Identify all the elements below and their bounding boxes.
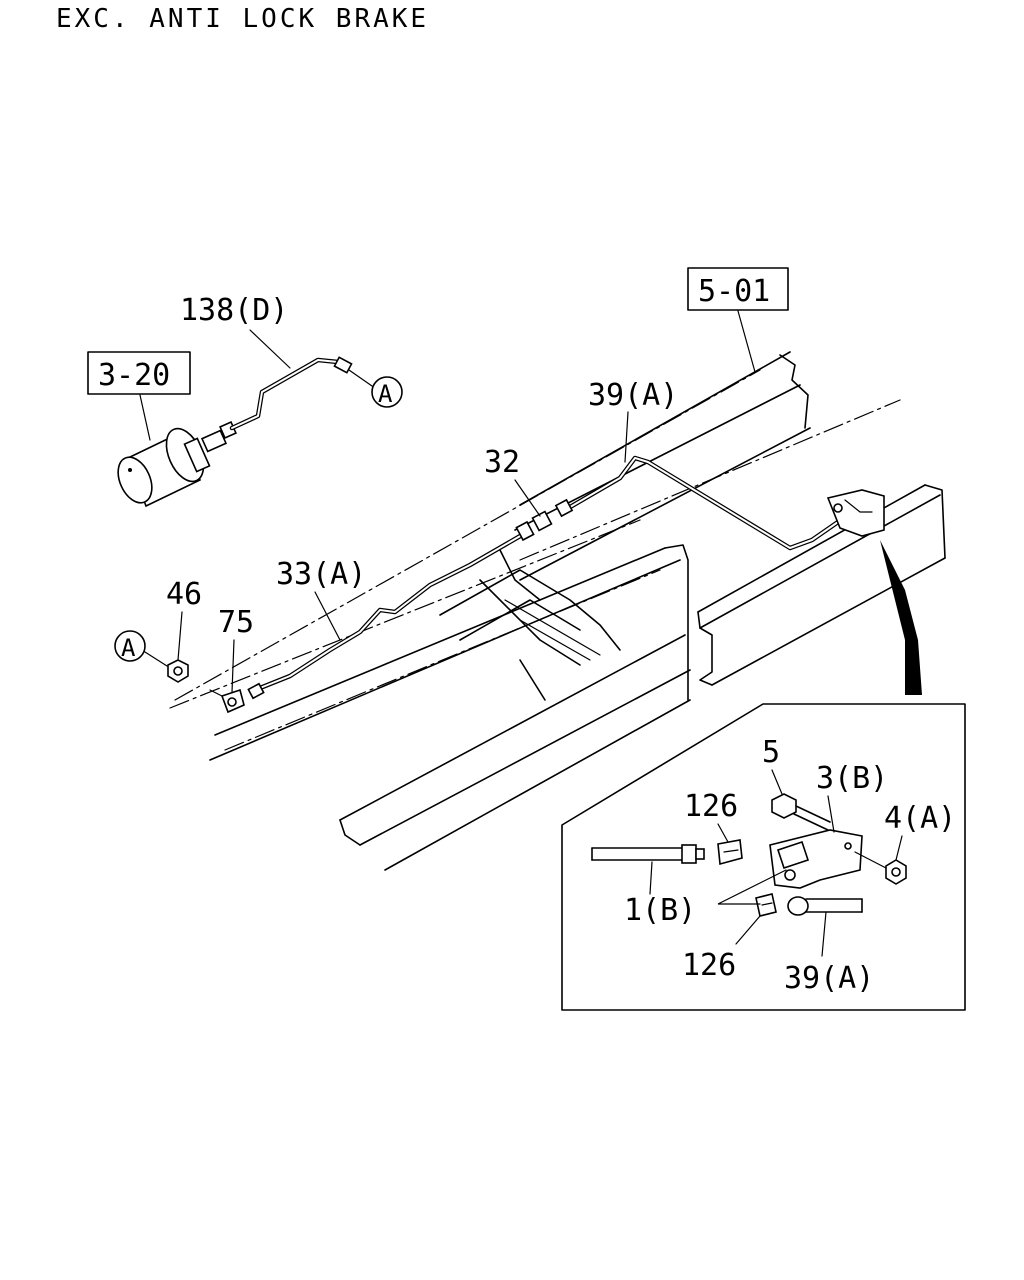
leader-5 [771,769,783,795]
svg-text:A: A [378,380,393,408]
label-126-top: 126 [684,789,738,824]
leader-138-d [249,329,291,369]
leader-33-a [314,591,341,641]
ref-3-20-leader [139,394,151,441]
leader-32 [514,479,541,517]
connector-a-top: A [348,369,403,408]
leader-39-a-detail [821,911,827,957]
pipe-33-a [252,532,525,693]
label-126-bottom: 126 [682,948,736,983]
label-1-b: 1(B) [624,893,696,928]
pipe-1-b [591,844,705,864]
clip-126-bottom [755,893,777,917]
label-39-a: 39(A) [588,378,678,413]
rail-bracket [826,489,885,537]
detail-callout-arrow [880,540,922,695]
leader-126-bottom [735,915,761,945]
nut-4-a [854,851,907,885]
pipe-39-a [562,455,841,551]
leader-126-triangle [717,869,787,905]
leader-4-a [895,835,903,861]
ref-5-01-label: 5-01 [698,274,770,309]
frame-rail-left [169,519,691,871]
label-33-a: 33(A) [276,557,366,592]
leader-1-b [649,861,653,895]
frame-rail-right [174,351,946,701]
leader-126-top [717,823,729,843]
pipe-39-a-detail [787,896,863,916]
label-3-b: 3(B) [816,761,888,796]
ref-box-5-01[interactable]: 5-01 [687,267,789,311]
detail-inset: 5 3(B) 126 4(A) 1(B) 126 39(A) [561,703,966,1011]
ref-box-3-20[interactable]: 3-20 [87,351,191,395]
fitting-75 [209,682,265,714]
ref-3-20-label: 3-20 [98,358,170,393]
connector-a-left: A [114,630,168,667]
frame-crossmember [439,549,621,701]
leader-3-b [827,795,835,833]
master-cylinder [117,421,237,508]
label-5: 5 [762,735,780,770]
label-32: 32 [484,445,520,480]
clip-126-top [717,839,743,866]
leader-75 [231,639,235,693]
nut-46 [167,659,189,683]
label-138-d: 138(D) [180,293,288,328]
joint-32 [515,498,574,542]
diagram-title: EXC. ANTI LOCK BRAKE [56,4,430,34]
label-39-a-detail: 39(A) [784,961,874,996]
leader-46 [177,611,183,661]
bracket-3-b [769,829,863,889]
svg-text:A: A [121,634,136,662]
label-4-a: 4(A) [884,801,956,836]
pipe-138-d [229,356,353,431]
label-46: 46 [166,577,202,612]
ref-5-01-leader [737,310,756,373]
leader-39-a [624,411,629,463]
bolt-5 [771,793,831,831]
label-75: 75 [218,605,254,640]
